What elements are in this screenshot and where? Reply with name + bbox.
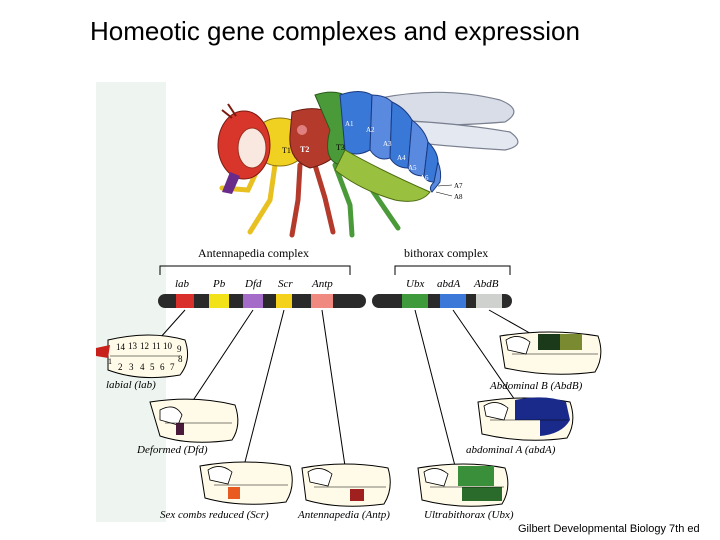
seg-5: 5 <box>150 362 155 372</box>
caption-abda: abdominal A (abdA) <box>466 444 556 456</box>
seg-8: 8 <box>178 354 183 364</box>
embryo-abdb-stripe-dark <box>538 334 560 350</box>
gene-band-ubx <box>402 294 428 308</box>
gene-band-dfd <box>243 294 263 308</box>
caption-abdb: Abdominal B (AbdB) <box>489 380 583 392</box>
gene-band-lab <box>176 294 194 308</box>
label-a6: A6 <box>420 174 429 182</box>
caption-lab: labial (lab) <box>106 379 156 391</box>
gene-band-abda <box>440 294 466 308</box>
connector-abda <box>452 309 516 401</box>
chromosome <box>158 289 512 313</box>
embryo-scr <box>199 461 293 505</box>
caption-ubx: Ultrabithorax (Ubx) <box>424 509 514 521</box>
leg-t2 <box>289 162 303 238</box>
embryo-abdb <box>499 331 602 375</box>
label-a2: A2 <box>366 126 375 134</box>
bithorax-complex-label: bithorax complex <box>404 246 488 260</box>
seg-4: 4 <box>140 362 145 372</box>
embryo-antp-stripe <box>350 489 364 501</box>
gene-label-pb: Pb <box>212 278 226 290</box>
embryo-scr-stripe <box>228 487 240 499</box>
seg-6: 6 <box>160 362 165 372</box>
connector-scr <box>244 309 285 463</box>
label-t1: T1 <box>282 146 291 155</box>
label-a1: A1 <box>345 120 354 128</box>
fly-eye <box>237 127 267 169</box>
bithorax-bracket <box>394 265 511 275</box>
connector-ubx <box>414 309 456 467</box>
label-a3: A3 <box>383 140 392 148</box>
seg-1: 1 <box>108 357 112 366</box>
seg-3: 3 <box>129 362 134 372</box>
fly-antenna <box>221 103 237 119</box>
seg-14: 14 <box>116 342 126 352</box>
connector-lab <box>159 309 186 339</box>
leg-t1b <box>247 162 278 235</box>
leg-t2b <box>312 162 336 235</box>
label-a7: A7 <box>454 182 463 190</box>
seg-2: 2 <box>118 362 123 372</box>
seg-11: 11 <box>152 341 161 351</box>
credit-text: Gilbert Developmental Biology 7th ed <box>518 523 700 535</box>
gene-band-antp <box>311 294 333 308</box>
connector-dfd <box>191 309 254 403</box>
gene-label-scr: Scr <box>278 278 293 290</box>
connector-abdb <box>488 309 536 337</box>
gene-label-ubx: Ubx <box>406 278 424 290</box>
label-a5: A5 <box>408 164 417 172</box>
left-panel-strip <box>96 82 166 522</box>
label-t2: T2 <box>300 145 309 154</box>
embryo-dfd-stripe <box>176 423 184 435</box>
caption-scr: Sex combs reduced (Scr) <box>160 509 269 521</box>
antennapedia-complex-label: Antennapedia complex <box>198 246 309 260</box>
seg-10: 10 <box>163 341 173 351</box>
gene-band-pb <box>209 294 229 308</box>
embryo-lab-head <box>96 345 110 358</box>
embryo-lab: 14 13 12 11 10 9 8 7 2 3 4 5 6 1 <box>96 334 189 379</box>
label-a4: A4 <box>397 154 406 162</box>
embryo-ubx-stripe-a <box>458 466 494 486</box>
caption-antp: Antennapedia (Antp) <box>297 509 390 521</box>
fly-proboscis <box>222 172 240 194</box>
slide-title: Homeotic gene complexes and expression <box>90 16 580 46</box>
caption-dfd: Deformed (Dfd) <box>136 444 208 456</box>
gene-label-antp: Antp <box>311 278 333 290</box>
embryo-abda <box>477 397 574 441</box>
embryo-abda-stripe <box>515 397 570 436</box>
gene-band-abdb <box>476 294 502 308</box>
connector-antp <box>321 309 346 467</box>
fly-haltere <box>297 125 307 135</box>
embryo-lab-body <box>107 334 189 379</box>
gene-label-dfd: Dfd <box>244 278 262 290</box>
fly-abdomen-ventral <box>334 149 431 202</box>
gene-label-abdb: AbdB <box>473 278 499 290</box>
connector-lines <box>159 309 536 467</box>
leader-a7 <box>437 184 453 187</box>
gene-label-abda: abdA <box>437 278 461 290</box>
leg-t3b <box>332 162 355 238</box>
embryo-abdb-stripe-olive <box>560 334 582 350</box>
seg-13: 13 <box>128 341 138 351</box>
seg-9: 9 <box>177 344 182 354</box>
gene-label-lab: lab <box>175 278 190 290</box>
seg-7: 7 <box>170 362 175 372</box>
seg-12: 12 <box>140 341 149 351</box>
label-a8: A8 <box>454 193 463 201</box>
gene-band-scr <box>276 294 292 308</box>
embryo-antp <box>301 463 391 507</box>
chromosome-break <box>364 289 374 313</box>
leader-a8 <box>435 191 453 197</box>
label-t3: T3 <box>336 143 345 152</box>
antennapedia-bracket <box>159 265 351 275</box>
embryo-ubx-stripe-b <box>462 487 502 501</box>
embryo-dfd <box>149 398 239 443</box>
fly <box>217 91 519 238</box>
fly-a6 <box>429 160 442 193</box>
embryo-ubx <box>417 463 509 507</box>
